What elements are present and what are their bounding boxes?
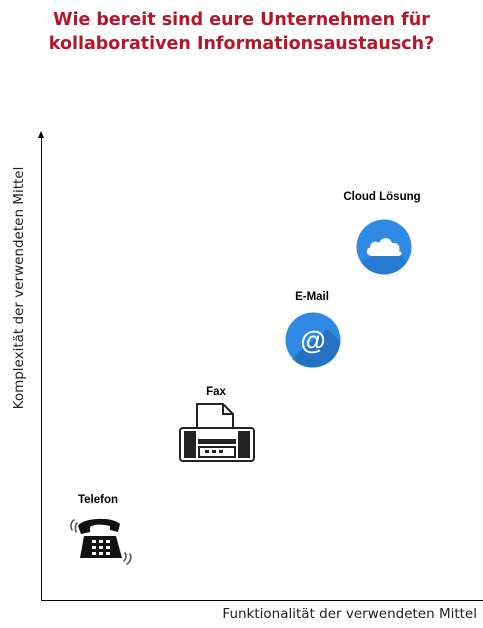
title-line-1: Wie bereit sind eure Unternehmen für [53,10,430,30]
email-at-icon: @ [285,312,341,368]
svg-text:@: @ [300,325,325,355]
y-axis-arrow [38,131,44,138]
cloud-label: Cloud Lösung [343,191,421,203]
x-axis-label: Funktionalität der verwendeten Mittel [222,606,477,622]
fax-label: Fax [206,386,226,398]
telephone-label: Telefon [77,494,119,506]
fax-icon [179,403,255,462]
email-label: E-Mail [295,291,329,303]
y-axis-line [41,136,42,601]
y-axis-label: Komplexität der verwendeten Mittel [11,166,27,410]
x-axis-line [41,600,483,601]
telephone-icon [70,518,132,565]
title-line-2: kollaborativen Informationsaustausch? [48,34,435,54]
cloud-icon [356,219,412,275]
diagram-title: Wie bereit sind eure Unternehmen für kol… [0,8,483,56]
